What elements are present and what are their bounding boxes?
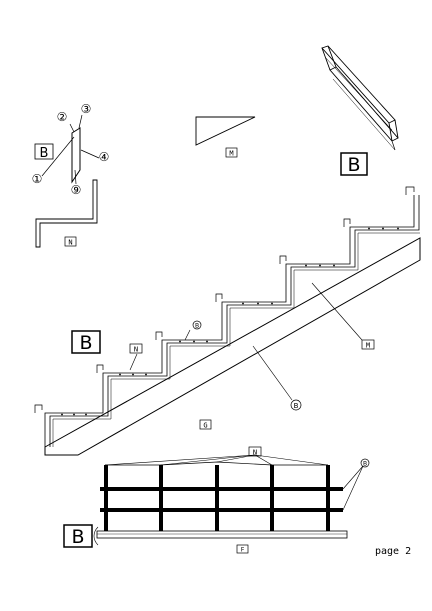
small-b-label: B — [40, 146, 49, 161]
label-m-triangle: M — [229, 150, 233, 158]
circle-b-stair: B — [294, 402, 299, 410]
l-channel-part-n: N — [35, 179, 98, 248]
small-b-box — [34, 143, 54, 160]
railing-frame — [93, 454, 364, 546]
page-label: page 2 — [375, 546, 411, 557]
label-n-part: N — [68, 239, 72, 247]
label-n-stair: N — [134, 346, 138, 354]
callout-4: ④ — [99, 150, 110, 164]
rail-bar-bottom — [100, 508, 343, 512]
label-m-stair: M — [366, 342, 370, 350]
circle-b-rail: B — [363, 461, 367, 468]
label-n-rail: N — [253, 449, 257, 457]
callout-3: ③ — [81, 102, 92, 116]
big-b-box-mid — [71, 330, 101, 354]
big-b-bottom-label: B — [71, 526, 84, 548]
label-g: G — [203, 422, 207, 430]
big-b-box-top — [340, 152, 368, 176]
angle-iron-3d — [321, 45, 399, 151]
callout-9: ⑨ — [71, 183, 82, 197]
big-b-box-bottom — [63, 524, 93, 548]
part-detail-b: ② ③ ① ④ ⑨ B — [32, 102, 110, 197]
big-b-top-label: B — [347, 154, 360, 176]
rivet-dots — [61, 227, 399, 416]
big-b-mid-label: B — [79, 332, 92, 354]
callout-1: ① — [32, 172, 43, 186]
triangle-part-m: M — [195, 116, 256, 158]
callout-2: ② — [57, 110, 68, 124]
label-f: F — [241, 547, 245, 554]
circle-b-top: B — [195, 323, 199, 330]
staircase — [34, 186, 421, 456]
rail-bar-top — [100, 487, 343, 491]
